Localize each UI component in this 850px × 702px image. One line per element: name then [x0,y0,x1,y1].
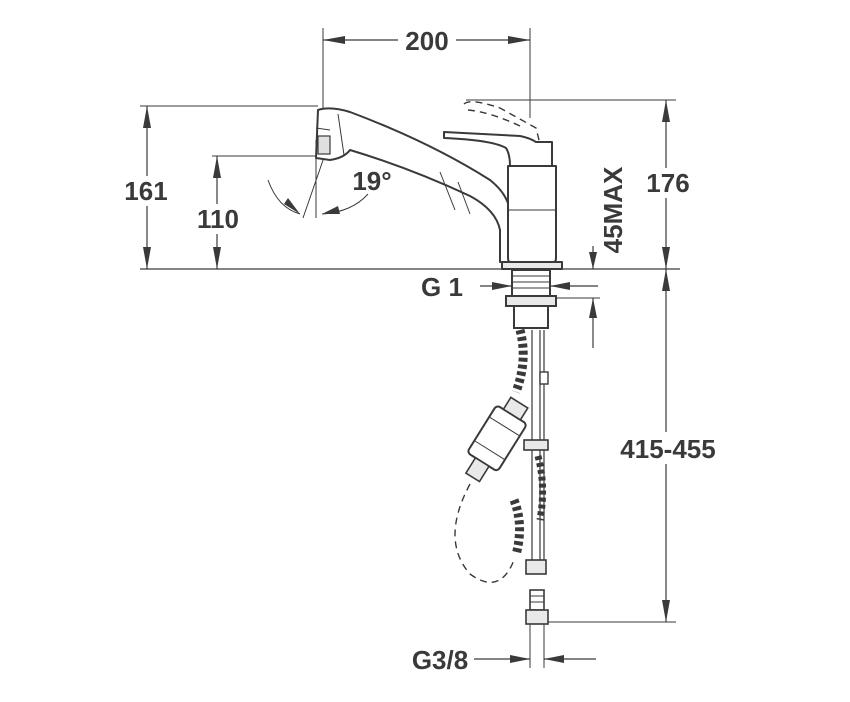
dim-label-g1: G 1 [421,272,463,302]
dimension-g1: G 1 [421,272,598,302]
dimension-200: 200 [322,24,531,118]
dim-label-45max: 45MAX [598,166,628,253]
mounting-shank [505,269,557,329]
dim-label-110: 110 [197,204,239,234]
dimension-45max: 45MAX [548,166,628,348]
supply-fitting [525,589,676,668]
pullout-hose [454,328,528,583]
dimension-161: 161 [118,105,318,269]
dimension-110: 110 [190,155,318,269]
dim-label-161: 161 [124,176,167,206]
dim-label-200: 200 [405,26,448,56]
dimension-176: 176 [640,100,698,269]
dim-label-angle: 19° [352,166,391,196]
dimension-g38: G3/8 [412,645,596,675]
hose-connector [464,396,529,483]
dim-label-g38: G3/8 [412,645,468,675]
supply-pipes [523,330,549,575]
faucet-body [501,165,563,270]
dim-label-176: 176 [646,168,689,198]
dimension-415-455: 415-455 [614,269,722,622]
dim-label-415-455: 415-455 [620,434,715,464]
lever-handle [443,99,676,167]
faucet-spout [315,107,511,263]
